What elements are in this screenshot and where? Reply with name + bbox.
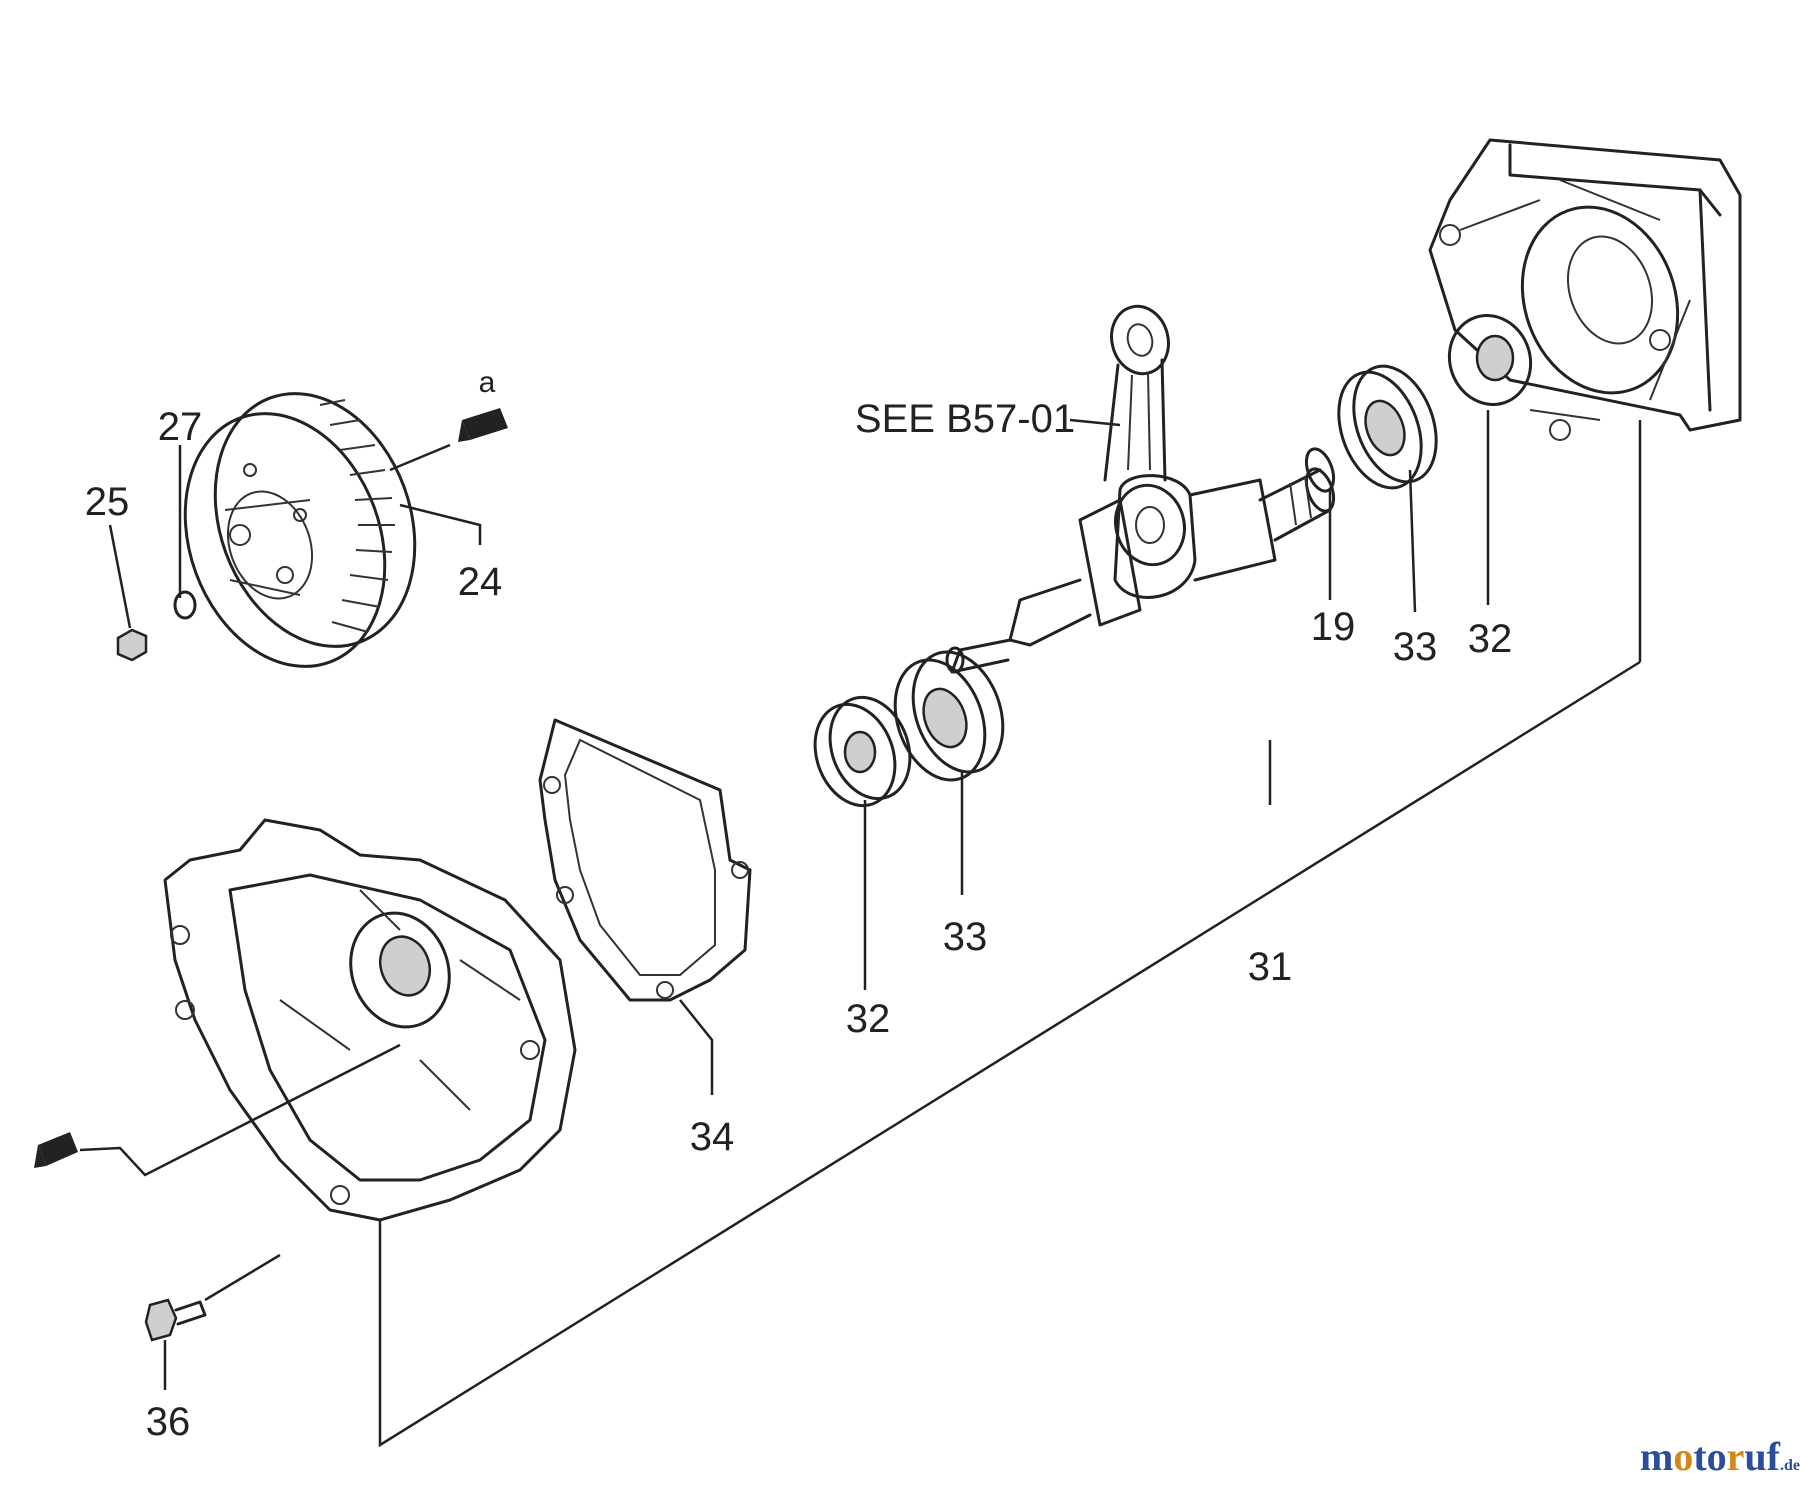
- gasket-part-34[interactable]: [538, 718, 752, 1002]
- crankcase-half-right-part[interactable]: [1428, 138, 1742, 441]
- label-see-b57-01: SEE B57-01: [855, 397, 1075, 441]
- label-34: 34: [690, 1115, 735, 1159]
- label-31: 31: [1248, 945, 1293, 989]
- crankshaft-part[interactable]: [945, 300, 1339, 674]
- seal-ring-part-19[interactable]: [1301, 445, 1339, 495]
- label-25: 25: [85, 480, 130, 524]
- label-27: 27: [158, 405, 203, 449]
- label-19: 19: [1311, 605, 1356, 649]
- bolt-part-36[interactable]: [144, 1298, 207, 1342]
- watermark-logo: motoruf.de: [1640, 1434, 1800, 1479]
- label-33-left: 33: [943, 915, 988, 959]
- flywheel-part[interactable]: [151, 365, 448, 694]
- nut-part-25[interactable]: [116, 628, 148, 662]
- label-32-left: 32: [846, 997, 891, 1041]
- label-36: 36: [146, 1400, 191, 1444]
- label-24: 24: [458, 560, 503, 604]
- label-a: a: [479, 366, 496, 399]
- crankcase-half-left-part[interactable]: [163, 818, 577, 1222]
- seal-part-32-left[interactable]: [802, 686, 924, 817]
- direction-arrow-icon-a: [458, 408, 508, 442]
- label-33-right: 33: [1393, 625, 1438, 669]
- washer-part-27[interactable]: [173, 590, 197, 620]
- bearing-part-33-left[interactable]: [879, 639, 1018, 792]
- label-32-right: 32: [1468, 617, 1513, 661]
- bearing-part-33-right[interactable]: [1324, 355, 1451, 500]
- svg-text:motoruf.de: motoruf.de: [1640, 1434, 1800, 1479]
- direction-arrow-icon-left: [34, 1132, 78, 1168]
